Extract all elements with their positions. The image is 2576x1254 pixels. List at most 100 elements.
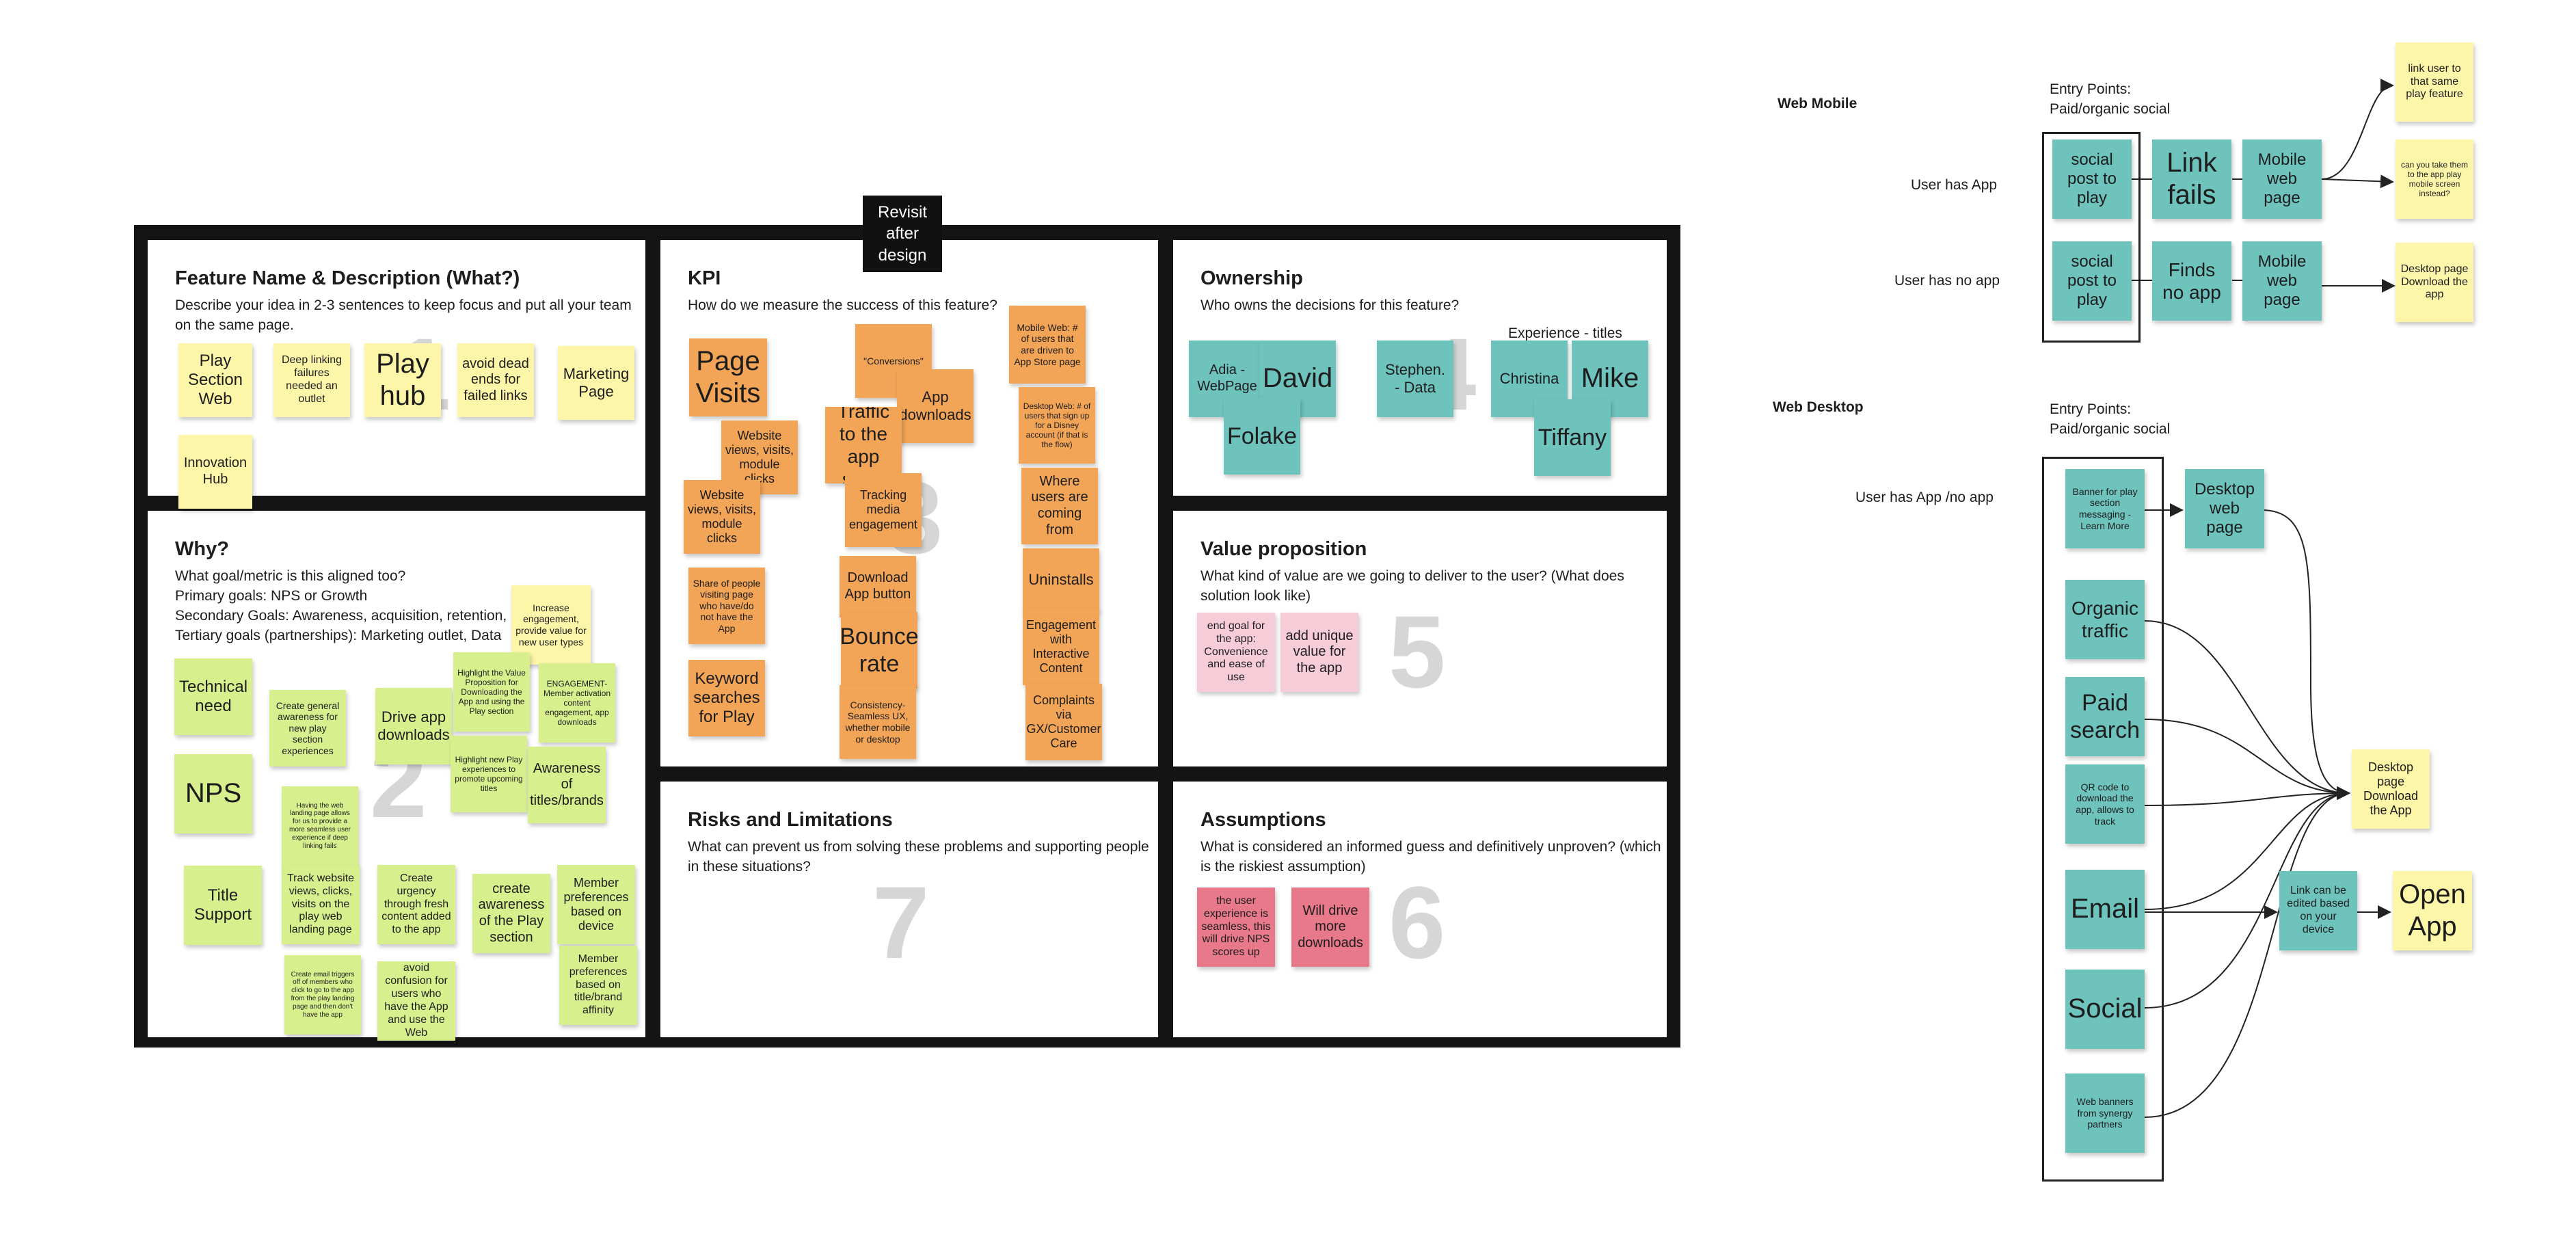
- sticky-note[interactable]: Email: [2065, 870, 2145, 949]
- web-desktop-heading: Web Desktop: [1773, 399, 1864, 415]
- sticky-note[interactable]: Page Visits: [689, 338, 767, 416]
- sticky-note[interactable]: Member preferences based on title/brand …: [559, 946, 637, 1025]
- sticky-note[interactable]: Desktop web page: [2185, 469, 2264, 548]
- sticky-note[interactable]: Highlight the Value Proposition for Down…: [453, 652, 530, 732]
- connector: [2321, 174, 2394, 189]
- value-desc: What kind of value are we going to deliv…: [1200, 568, 1624, 604]
- sticky-note[interactable]: Tiffany: [1534, 399, 1611, 476]
- sticky-note[interactable]: social post to play: [2052, 241, 2132, 321]
- sticky-note[interactable]: Deep linking failures needed an outlet: [273, 343, 350, 417]
- web-mobile-entry-line-2: Paid/organic social: [2050, 101, 2171, 117]
- sticky-note[interactable]: Paid search: [2065, 677, 2145, 756]
- sticky-note[interactable]: Where users are coming from: [1021, 468, 1098, 544]
- connector: [2321, 79, 2394, 180]
- assumptions-number: 6: [1388, 865, 1446, 980]
- sticky-note[interactable]: Tracking media engagement: [845, 473, 922, 547]
- sticky-note[interactable]: Link can be edited based on your device: [2279, 871, 2357, 950]
- sticky-note[interactable]: Web banners from synergy partners: [2065, 1073, 2145, 1153]
- sticky-note[interactable]: Title Support: [184, 866, 262, 945]
- connector: [2144, 786, 2350, 910]
- sticky-note[interactable]: ENGAGEMENT- Member activation content en…: [539, 663, 615, 743]
- sticky-note[interactable]: Website views, visits, module clicks: [684, 480, 760, 554]
- sticky-note[interactable]: create awareness of the Play section: [472, 874, 550, 953]
- sticky-note[interactable]: Create general awareness for new play se…: [269, 690, 346, 766]
- sticky-note[interactable]: Keyword searches for Play: [688, 660, 765, 736]
- desktop-sources-group: [2042, 457, 2164, 1182]
- sticky-note[interactable]: Mobile web page: [2242, 241, 2322, 321]
- row-label-app-no-app: User has App /no app: [1855, 490, 1994, 505]
- sticky-note[interactable]: Mobile web page: [2242, 139, 2322, 219]
- sticky-note[interactable]: Play Section Web: [178, 343, 252, 417]
- mobile-entry-group: [2042, 132, 2141, 343]
- sticky-note[interactable]: Complaints via GX/Customer Care: [1025, 684, 1102, 760]
- sticky-note[interactable]: Traffic to the app store: [825, 407, 902, 483]
- sticky-note[interactable]: the user experience is seamless, this wi…: [1197, 888, 1275, 967]
- sticky-note[interactable]: link user to that same play feature: [2396, 42, 2473, 122]
- why-line-3: Secondary Goals: Awareness, acquisition,…: [175, 608, 507, 624]
- ownership-subtitle: Experience - titles: [1508, 325, 1622, 341]
- sticky-note[interactable]: Having the web landing page allows for u…: [282, 786, 358, 866]
- sticky-note[interactable]: Drive app downloads: [375, 688, 452, 764]
- sticky-note[interactable]: avoid confusion for users who have the A…: [377, 961, 455, 1041]
- sticky-note[interactable]: can you take them to the app play mobile…: [2396, 139, 2473, 219]
- sticky-note[interactable]: App downloads: [897, 369, 974, 443]
- sticky-note[interactable]: Link fails: [2152, 139, 2231, 219]
- sticky-note[interactable]: Innovation Hub: [178, 435, 252, 509]
- sticky-note[interactable]: Create urgency through fresh content add…: [377, 865, 455, 944]
- why-line-1: What goal/metric is this aligned too?: [175, 568, 406, 584]
- sticky-note[interactable]: Technical need: [174, 658, 252, 735]
- connector: [2144, 786, 2350, 806]
- sticky-note[interactable]: Christina: [1491, 341, 1568, 417]
- feature-title: Feature Name & Description (What?): [175, 267, 520, 289]
- sticky-note[interactable]: Website views, visits, module clicks: [721, 421, 798, 494]
- risks-desc: What can prevent us from solving these p…: [688, 839, 1149, 875]
- sticky-note[interactable]: Uninstalls: [1023, 548, 1099, 611]
- web-desktop-entry-line-2: Paid/organic social: [2050, 421, 2171, 437]
- sticky-note[interactable]: Create email triggers off of members who…: [284, 955, 361, 1035]
- ownership-desc: Who owns the decisions for this feature?: [1200, 297, 1460, 313]
- sticky-note[interactable]: Open App: [2393, 871, 2472, 950]
- sticky-note[interactable]: social post to play: [2052, 139, 2132, 219]
- sticky-note[interactable]: Desktop page Download the app: [2396, 243, 2473, 322]
- sticky-note[interactable]: Highlight new Play experiences to promot…: [451, 736, 527, 812]
- sticky-note[interactable]: Stephen. - Data: [1377, 341, 1453, 417]
- sticky-note[interactable]: Banner for play section messaging - Lear…: [2065, 469, 2145, 548]
- sticky-note[interactable]: Social: [2065, 970, 2145, 1049]
- sticky-note[interactable]: Engagement with Interactive Content: [1023, 609, 1099, 685]
- sticky-note[interactable]: Bounce rate: [841, 612, 917, 689]
- value-number: 5: [1388, 594, 1446, 709]
- why-line-2: Primary goals: NPS or Growth: [175, 588, 368, 604]
- sticky-note[interactable]: Increase engagement, provide value for n…: [511, 585, 591, 665]
- sticky-note[interactable]: avoid dead ends for failed links: [457, 343, 534, 417]
- ownership-title: Ownership: [1200, 267, 1303, 289]
- sticky-note[interactable]: Organic traffic: [2065, 580, 2145, 659]
- connector: [2144, 786, 2350, 1118]
- sticky-note[interactable]: Track website views, clicks, visits on t…: [282, 865, 360, 944]
- sticky-note[interactable]: add unique value for the app: [1280, 613, 1358, 692]
- assumptions-desc: What is considered an informed guess and…: [1200, 839, 1661, 875]
- sticky-note[interactable]: end goal for the app: Convenience and ea…: [1197, 613, 1275, 692]
- sticky-note[interactable]: NPS: [174, 754, 252, 833]
- sticky-note[interactable]: QR code to download the app, allows to t…: [2065, 764, 2145, 844]
- revisit-badge: Revisit after design: [863, 196, 942, 272]
- sticky-note[interactable]: Awareness of titles/brands: [528, 747, 606, 823]
- sticky-note[interactable]: Play hub: [364, 343, 441, 417]
- web-desktop-entry-line-1: Entry Points:: [2050, 401, 2132, 417]
- sticky-note[interactable]: Desktop Web: # of users that sign up for…: [1019, 387, 1095, 464]
- risks-cell: Risks and Limitations What can prevent u…: [660, 782, 1158, 1037]
- sticky-note[interactable]: Finds no app: [2152, 241, 2231, 321]
- connector: [2144, 786, 2350, 1009]
- sticky-note[interactable]: Marketing Page: [558, 346, 634, 420]
- sticky-note[interactable]: Mobile Web: # of users that are driven t…: [1009, 306, 1086, 384]
- sticky-note[interactable]: Member preferences based on device: [557, 865, 635, 944]
- sticky-note[interactable]: Will drive more downloads: [1291, 888, 1369, 967]
- sticky-note[interactable]: Share of people visiting page who have/d…: [688, 568, 765, 644]
- sticky-note[interactable]: Folake: [1224, 398, 1300, 475]
- sticky-note[interactable]: Download App button: [840, 556, 916, 617]
- sticky-note[interactable]: Desktop page Download the App: [2352, 749, 2430, 829]
- revisit-badge-label: Revisit after design: [877, 203, 927, 265]
- assumptions-title: Assumptions: [1200, 809, 1326, 831]
- risks-number: 7: [872, 865, 930, 980]
- sticky-note[interactable]: Consistency- Seamless UX, whether mobile…: [840, 685, 916, 759]
